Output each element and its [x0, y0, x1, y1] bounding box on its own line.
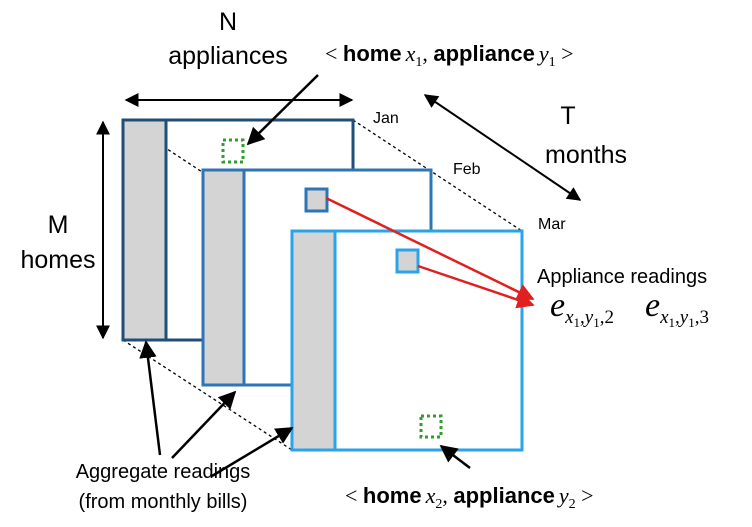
- bottom-tuple-pointer-arrow: [439, 444, 471, 469]
- home1-appliance1-marker: [221, 138, 245, 164]
- home2-appliance2-marker: [419, 414, 443, 439]
- perspective-line-bottom-left: [122, 339, 293, 451]
- perspective-line-top-right: [352, 119, 523, 232]
- reading-formula-month2: ex1,y1,2: [550, 287, 614, 330]
- mar-aggregate-column: [290, 229, 337, 452]
- reading-arrow-mar: [417, 264, 535, 309]
- top-tuple-pointer-arrow: [246, 74, 319, 146]
- month-label-feb: Feb: [453, 161, 481, 178]
- t-months-label: months: [545, 141, 627, 169]
- m-label: M: [48, 211, 69, 239]
- reading-formula-month3: ex1,y1,3: [645, 287, 709, 330]
- aggregate-readings-label: Aggregate readings: [76, 461, 251, 483]
- jan-aggregate-column: [121, 118, 168, 342]
- n-appliances-label: appliances: [168, 42, 288, 70]
- month-label-mar: Mar: [538, 216, 566, 233]
- m-homes-label: homes: [20, 246, 95, 274]
- feb-aggregate-column: [201, 168, 246, 387]
- feb-reading-cell: [304, 187, 329, 213]
- jan-slice: [121, 118, 355, 342]
- aggregate-arrow-feb: [171, 390, 237, 459]
- monthly-bills-label: (from monthly bills): [79, 491, 248, 513]
- mar-slice: [290, 229, 524, 452]
- t-dimension-arrow: [423, 94, 582, 201]
- mar-reading-cell: [395, 248, 420, 274]
- reading-arrow-feb: [325, 196, 535, 301]
- month-label-jan: Jan: [373, 110, 399, 127]
- t-label: T: [560, 102, 575, 130]
- aggregate-arrow-jan: [139, 340, 162, 456]
- n-label: N: [219, 8, 237, 36]
- appliance-readings-label: Appliance readings: [537, 266, 707, 288]
- aggregate-arrow-mar: [211, 426, 294, 478]
